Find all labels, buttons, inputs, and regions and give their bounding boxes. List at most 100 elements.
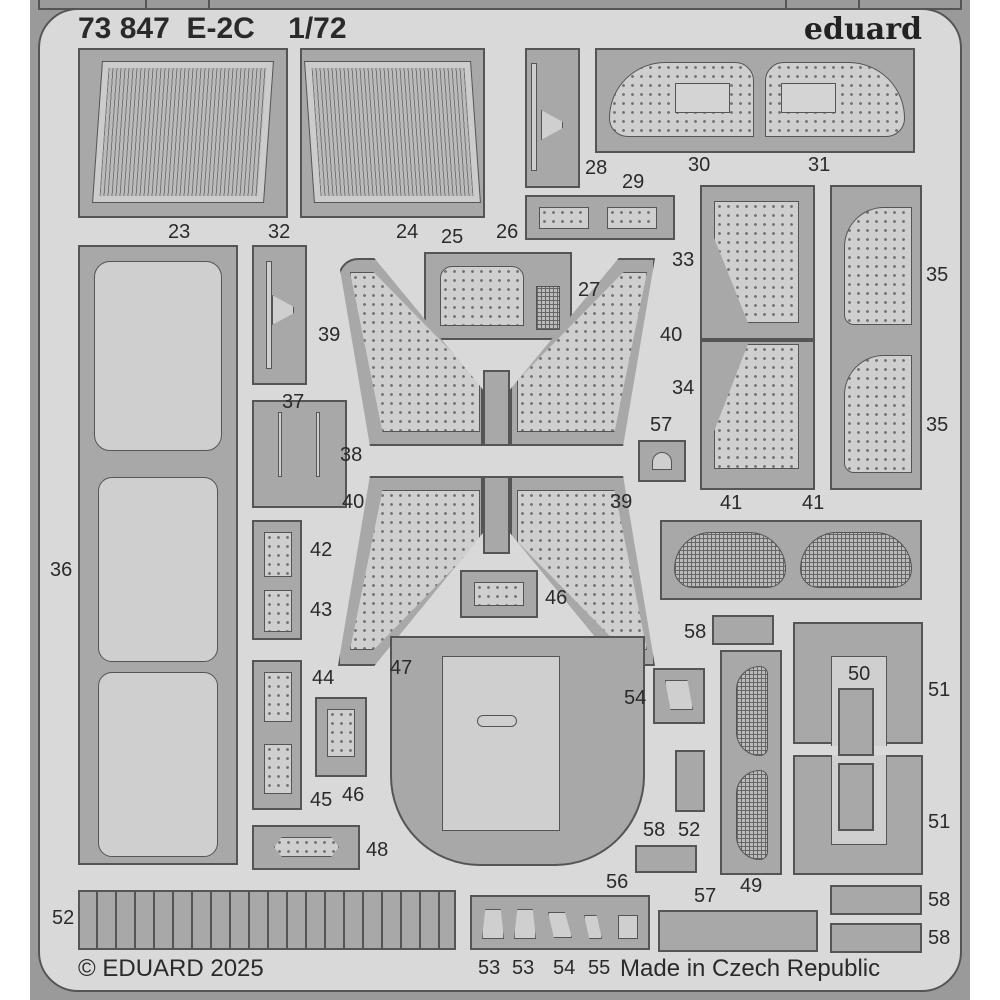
part-49-b [736, 770, 768, 860]
part-37 [278, 412, 282, 477]
part-28-frame [525, 48, 580, 188]
part-52-strip-row [78, 890, 456, 950]
part-46 [474, 582, 524, 606]
part-number-label: 23 [168, 221, 191, 243]
part-number-label: 54 [553, 957, 576, 979]
part-23-grate [92, 61, 274, 203]
brand-logo: eduard [803, 12, 922, 47]
part-57 [652, 452, 672, 470]
part-54-frame [653, 668, 705, 724]
part-number-label: 57 [650, 414, 673, 436]
part-46b [327, 709, 355, 757]
part-number-label: 41 [802, 492, 825, 514]
part-number-label: 39 [610, 491, 633, 513]
part-43 [264, 590, 292, 632]
part-number-label: 40 [342, 491, 365, 513]
part-47-frame [390, 636, 645, 866]
part-31-plate [781, 83, 836, 113]
part-number-label: 50 [848, 663, 871, 685]
part-23-frame [78, 48, 288, 218]
part-58-frame [712, 615, 774, 645]
part-35-a [844, 207, 912, 325]
part-44-45-frame [252, 660, 302, 810]
part-number-label: 33 [672, 249, 695, 271]
part-number-label: 42 [310, 539, 333, 561]
part-33-frame [700, 185, 815, 340]
part-number-label: 27 [578, 279, 601, 301]
part-26 [539, 207, 589, 229]
part-50-a [838, 688, 874, 756]
part-24-frame [300, 48, 485, 218]
part-number-label: 47 [390, 657, 413, 679]
part-26-29-frame [525, 195, 675, 240]
part-48 [274, 837, 339, 857]
part-number-label: 31 [808, 154, 831, 176]
part-35-b [844, 355, 912, 473]
part-34-frame [700, 340, 815, 490]
part-number-label: 56 [606, 871, 629, 893]
part-44 [264, 672, 292, 722]
part-number-label: 46 [545, 587, 568, 609]
part-33 [714, 201, 799, 323]
part-number-label: 29 [622, 171, 645, 193]
part-36-frame [78, 245, 238, 865]
part-30-31-frame [595, 48, 915, 153]
part-34 [714, 344, 799, 469]
part-47-slot [477, 715, 517, 727]
part-31 [765, 62, 905, 137]
part-number-label: 58 [684, 621, 707, 643]
part-57-frame [638, 440, 686, 482]
part-37-38-frame [252, 400, 347, 508]
part-35-frame [830, 185, 922, 490]
part-39-40-sprue [483, 370, 510, 446]
part-41-a [674, 532, 786, 588]
sprue-tab [38, 0, 147, 10]
part-46b-frame [315, 697, 367, 777]
part-number-label: 45 [310, 789, 333, 811]
part-42-43-frame [252, 520, 302, 640]
part-32-strip [266, 261, 272, 369]
part-number-label: 37 [282, 391, 305, 413]
part-48-frame [252, 825, 360, 870]
part-27-mesh [536, 286, 560, 330]
part-39-40-lower-sprue [483, 476, 510, 554]
part-42 [264, 532, 292, 577]
part-number-label: 24 [396, 221, 419, 243]
part-number-label: 53 [478, 957, 501, 979]
part-number-label: 28 [585, 157, 608, 179]
part-36-pane-2 [98, 477, 218, 662]
part-53-56-frame [470, 895, 650, 950]
sprue-tab [208, 0, 787, 10]
copyright: © EDUARD 2025 [78, 955, 264, 982]
part-41-b [800, 532, 912, 588]
part-number-label: 52 [678, 819, 701, 841]
part-56 [618, 915, 638, 939]
part-number-label: 55 [588, 957, 611, 979]
part-36-pane-1 [94, 261, 222, 451]
part-number-label: 41 [720, 492, 743, 514]
part-29 [607, 207, 657, 229]
part-number-label: 35 [926, 264, 949, 286]
product-code: 73 847 [78, 12, 170, 45]
part-36-pane-3 [98, 672, 218, 857]
part-38 [316, 412, 320, 477]
aircraft-name: E-2C [186, 12, 255, 45]
part-number-label: 25 [441, 226, 464, 248]
part-number-label: 58 [928, 889, 951, 911]
part-32-bracket [272, 295, 294, 325]
part-number-label: 57 [694, 885, 717, 907]
part-57-row [658, 910, 818, 952]
part-28-strip [531, 63, 537, 171]
part-50-b [838, 763, 874, 831]
part-54 [665, 680, 693, 710]
part-55 [584, 915, 602, 939]
part-number-label: 58 [928, 927, 951, 949]
part-number-label: 30 [688, 154, 711, 176]
part-number-label: 44 [312, 667, 335, 689]
part-30 [609, 62, 754, 137]
part-53-b [514, 909, 536, 939]
part-number-label: 40 [660, 324, 683, 346]
part-number-label: 26 [496, 221, 519, 243]
part-number-label: 32 [268, 221, 291, 243]
part-number-label: 46 [342, 784, 365, 806]
